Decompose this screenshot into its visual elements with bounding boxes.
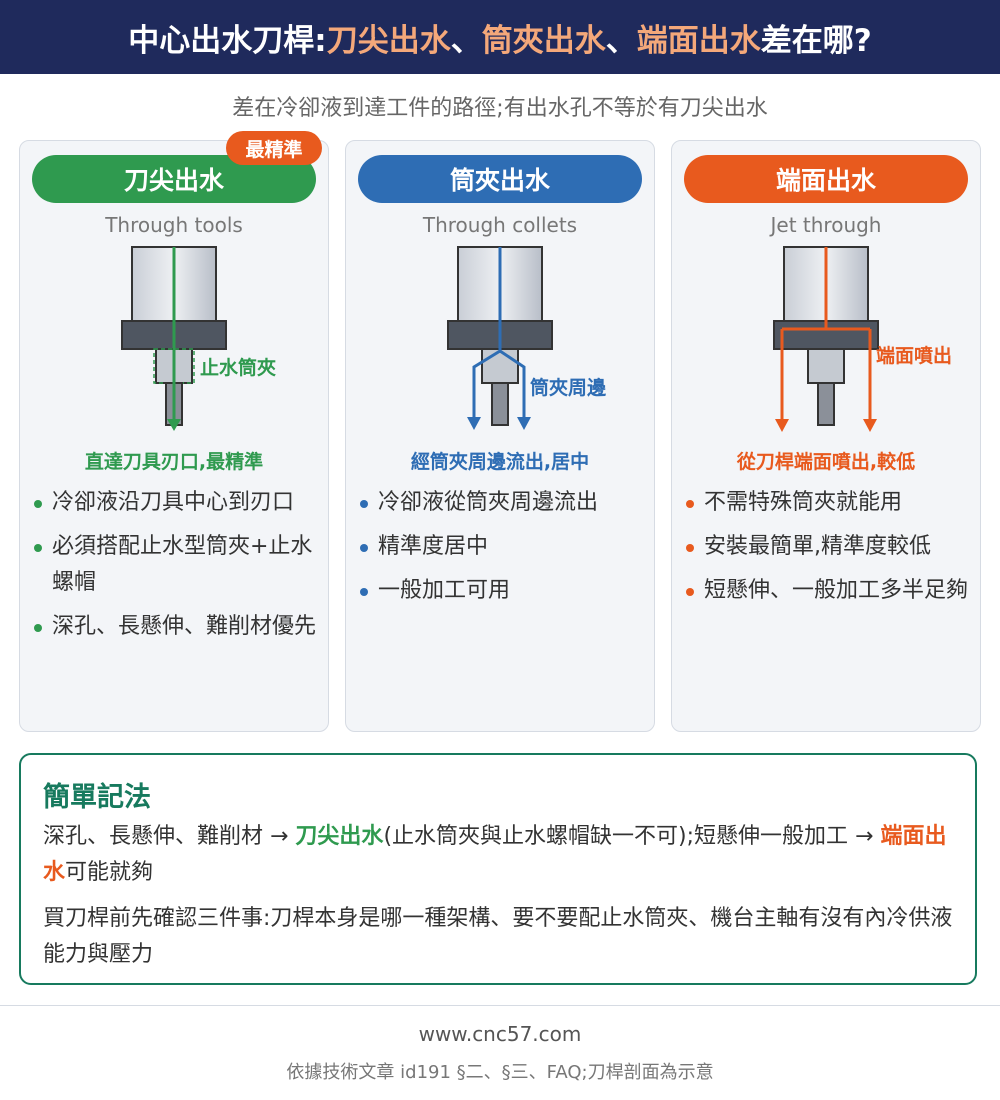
list-item: 精準度居中 (360, 529, 650, 565)
bullet-dot-icon (360, 500, 368, 508)
through-collets-diagram (447, 246, 553, 430)
footer-divider (0, 1005, 1000, 1006)
summary-title: 簡單記法 (43, 782, 151, 813)
summary-term-face: 端面出水 (43, 824, 947, 885)
coolant-path-right (499, 349, 526, 419)
header-sep: 、 (450, 22, 482, 59)
collet-body (481, 348, 519, 384)
header-term-tool: 刀尖出水 (326, 22, 451, 59)
bullet-list: 不需特殊筒夾就能用 安裝最簡單,精準度較低 短懸伸、一般加工多半足夠 (686, 485, 976, 617)
summary-line-2: 買刀桿前先確認三件事:刀桿本身是哪一種架構、要不要配止水筒夾、機台主軸有沒有內冷… (43, 906, 953, 967)
collet-periphery-label: 筒夾周邊 (530, 377, 607, 399)
card-english-label: Through collets (422, 213, 578, 237)
card-english-label: Through tools (105, 213, 243, 237)
bullet-dot-icon (686, 500, 694, 508)
header-sep: 、 (605, 22, 637, 59)
summary-box: 簡單記法 深孔、長懸伸、難削材 → 刀尖出水(止水筒夾與止水螺帽缺一不可);短懸… (19, 753, 977, 985)
coolant-arrow-right (517, 417, 531, 430)
coolant-arrow-left (775, 419, 789, 432)
list-item: 冷卻液從筒夾周邊流出 (360, 485, 650, 521)
list-item: 深孔、長懸伸、難削材優先 (34, 609, 324, 645)
header-term-face: 端面出水 (636, 22, 761, 59)
header-term-collet: 筒夾出水 (481, 22, 606, 59)
most-precise-badge: 最精準 (226, 131, 322, 165)
page-header: 中心出水刀桿:刀尖出水、筒夾出水、端面出水差在哪? (0, 0, 1000, 74)
header-suffix: 差在哪? (760, 22, 872, 59)
bullet-list: 冷卻液從筒夾周邊流出 精準度居中 一般加工可用 (360, 485, 650, 617)
list-item: 安裝最簡單,精準度較低 (686, 529, 976, 565)
card-through-tools: 刀尖出水 最精準 Through tools 止水筒夾 直達刀具刃口,最精準 冷… (19, 131, 329, 732)
jet-through-diagram (773, 246, 879, 432)
header-prefix: 中心出水刀桿: (128, 22, 327, 59)
bullet-list: 冷卻液沿刀具中心到刃口 必須搭配止水型筒夾+止水螺帽 深孔、長懸伸、難削材優先 (34, 485, 324, 653)
bullet-dot-icon (34, 500, 42, 508)
tool-body (491, 382, 509, 426)
card-caption: 經筒夾周邊流出,居中 (410, 451, 590, 473)
footer-source: 依據技術文章 id191 §二、§三、FAQ;刀桿剖面為示意 (286, 1062, 714, 1083)
bullet-dot-icon (686, 588, 694, 596)
card-jet-through: 端面出水 Jet through 端面噴出 從刀桿端面噴出,較低 不需特殊筒夾就… (671, 140, 981, 732)
card-title: 筒夾出水 (358, 155, 642, 203)
card-caption: 從刀桿端面噴出,較低 (736, 451, 916, 473)
sealing-collet-label: 止水筒夾 (200, 357, 277, 379)
bullet-dot-icon (686, 544, 694, 552)
list-item: 冷卻液沿刀具中心到刃口 (34, 485, 324, 521)
bullet-dot-icon (360, 544, 368, 552)
subtitle: 差在冷卻液到達工件的路徑;有出水孔不等於有刀尖出水 (232, 96, 768, 121)
coolant-path-left (472, 349, 501, 419)
collet-body (807, 348, 845, 384)
summary-line-1: 深孔、長懸伸、難削材 → 刀尖出水(止水筒夾與止水螺帽缺一不可);短懸伸一般加工… (43, 824, 947, 885)
card-title: 端面出水 (684, 155, 968, 203)
bullet-dot-icon (34, 544, 42, 552)
footer-url: www.cnc57.com (418, 1022, 582, 1046)
through-tools-diagram (121, 246, 227, 431)
bullet-dot-icon (360, 588, 368, 596)
card-caption: 直達刀具刃口,最精準 (84, 451, 264, 473)
list-item: 必須搭配止水型筒夾+止水螺帽 (34, 529, 324, 601)
list-item: 短懸伸、一般加工多半足夠 (686, 573, 976, 609)
list-item: 一般加工可用 (360, 573, 650, 609)
bullet-dot-icon (34, 624, 42, 632)
coolant-arrow-left (467, 417, 481, 430)
card-through-collets: 筒夾出水 Through collets 筒夾周邊 經筒夾周邊流出,居中 冷卻液… (345, 140, 655, 732)
coolant-arrow (167, 419, 181, 431)
summary-term-tool: 刀尖出水 (295, 824, 384, 849)
coolant-arrow-right (863, 419, 877, 432)
list-item: 不需特殊筒夾就能用 (686, 485, 976, 521)
card-english-label: Jet through (770, 213, 882, 237)
face-jet-label: 端面噴出 (876, 345, 953, 367)
tool-body (817, 382, 835, 426)
